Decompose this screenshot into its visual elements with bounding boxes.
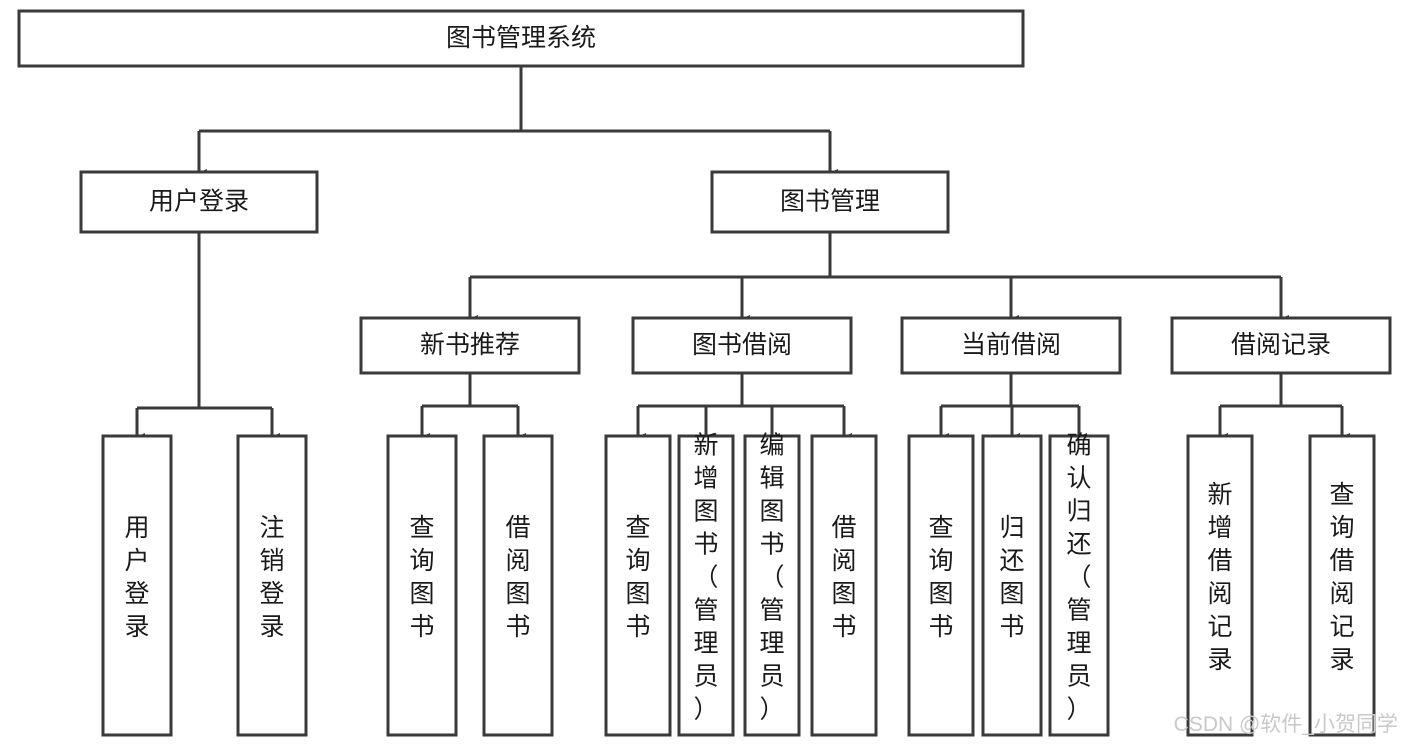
node-new-book-rec-label: 新书推荐 xyxy=(420,331,520,359)
node-leaf-query-book-3-box xyxy=(907,434,975,737)
node-leaf-confirm-return-box xyxy=(1048,434,1110,737)
node-leaf-borrow-book-1-label: 借阅图书 xyxy=(505,514,530,641)
node-user-login[interactable]: 用户登录 xyxy=(79,170,319,234)
node-leaf-query-book-2[interactable]: 查询图书 xyxy=(604,434,672,737)
node-book-borrow[interactable]: 图书借阅 xyxy=(631,316,853,375)
node-leaf-query-book-2-label: 查询图书 xyxy=(625,514,650,641)
node-leaf-add-book[interactable]: 新增图书（管理员） xyxy=(677,432,735,737)
node-leaf-logout-label: 注销登录 xyxy=(259,514,284,641)
node-book-manage-label: 图书管理 xyxy=(780,188,880,216)
node-leaf-query-record-box xyxy=(1308,434,1376,737)
node-user-login-label: 用户登录 xyxy=(149,188,249,216)
node-leaf-user-login-box xyxy=(101,434,173,737)
node-book-manage[interactable]: 图书管理 xyxy=(710,170,950,234)
node-user-login-box xyxy=(79,170,319,234)
node-leaf-return-book-box xyxy=(981,434,1043,737)
node-leaf-user-login-label: 用户登录 xyxy=(124,514,149,641)
node-leaf-borrow-book-2-box xyxy=(810,434,878,737)
node-leaf-edit-book-label: 编辑图书（管理员） xyxy=(759,432,784,724)
node-leaf-confirm-return-label: 确认归还（管理员） xyxy=(1066,432,1091,724)
csdn-watermark: CSDN @软件_小贺同学 xyxy=(1174,713,1398,736)
node-leaf-logout[interactable]: 注销登录 xyxy=(236,434,308,737)
node-current-borrow-box xyxy=(900,316,1122,375)
node-leaf-confirm-return[interactable]: 确认归还（管理员） xyxy=(1048,432,1110,737)
node-borrow-record-label: 借阅记录 xyxy=(1231,331,1331,359)
node-leaf-borrow-book-2[interactable]: 借阅图书 xyxy=(810,434,878,737)
node-root[interactable]: 图书管理系统 xyxy=(17,9,1025,68)
node-leaf-query-book-3[interactable]: 查询图书 xyxy=(907,434,975,737)
node-leaf-borrow-book-1-box xyxy=(482,434,554,737)
node-current-borrow-label: 当前借阅 xyxy=(961,331,1061,359)
node-leaf-query-book-1-box xyxy=(386,434,458,737)
node-borrow-record-box xyxy=(1170,316,1392,375)
node-leaf-return-book[interactable]: 归还图书 xyxy=(981,434,1043,737)
node-leaf-borrow-book-2-label: 借阅图书 xyxy=(831,514,856,641)
node-leaf-add-book-box xyxy=(677,434,735,737)
node-leaf-query-book-1-label: 查询图书 xyxy=(409,514,434,641)
node-leaf-query-book-3-label: 查询图书 xyxy=(928,514,953,641)
node-leaf-return-book-label: 归还图书 xyxy=(999,514,1024,641)
node-leaf-edit-book-box xyxy=(743,434,801,737)
node-leaf-borrow-book-1[interactable]: 借阅图书 xyxy=(482,434,554,737)
node-borrow-record[interactable]: 借阅记录 xyxy=(1170,316,1392,375)
node-leaf-logout-box xyxy=(236,434,308,737)
node-leaf-query-book-1[interactable]: 查询图书 xyxy=(386,434,458,737)
node-book-borrow-label: 图书借阅 xyxy=(692,331,792,359)
connector-layer xyxy=(129,66,1350,447)
node-leaf-query-record[interactable]: 查询借阅记录 xyxy=(1308,434,1376,737)
node-leaf-add-book-label: 新增图书（管理员） xyxy=(693,432,718,724)
node-leaf-add-record-box xyxy=(1186,434,1254,737)
node-root-box xyxy=(17,9,1025,68)
node-leaf-user-login[interactable]: 用户登录 xyxy=(101,434,173,737)
node-book-manage-box xyxy=(710,170,950,234)
node-leaf-add-record[interactable]: 新增借阅记录 xyxy=(1186,434,1254,737)
node-leaf-query-book-2-box xyxy=(604,434,672,737)
node-new-book-rec[interactable]: 新书推荐 xyxy=(359,316,581,375)
node-root-label: 图书管理系统 xyxy=(446,24,596,52)
node-leaf-add-record-label: 新增借阅记录 xyxy=(1207,481,1232,674)
node-new-book-rec-box xyxy=(359,316,581,375)
node-current-borrow[interactable]: 当前借阅 xyxy=(900,316,1122,375)
node-leaf-edit-book[interactable]: 编辑图书（管理员） xyxy=(743,432,801,737)
node-book-borrow-box xyxy=(631,316,853,375)
node-layer: 图书管理系统用户登录图书管理新书推荐图书借阅当前借阅借阅记录用户登录注销登录查询… xyxy=(17,9,1392,737)
node-leaf-query-record-label: 查询借阅记录 xyxy=(1329,481,1354,674)
